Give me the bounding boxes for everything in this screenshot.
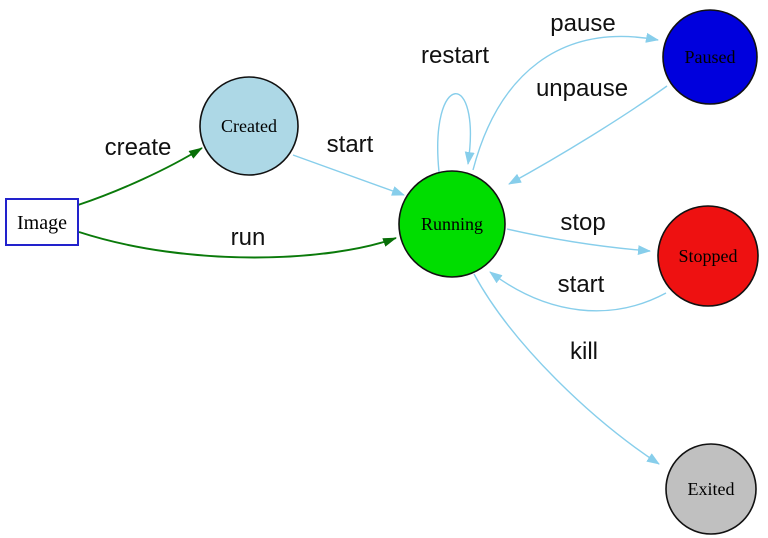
node-label-exited: Exited [688,479,735,499]
edge-label-start-2: start [558,271,605,298]
edges-layer [77,32,668,465]
edge-label-pause: pause [550,10,615,37]
edge-start-created-running [292,154,405,196]
node-created [199,76,299,176]
node-label-stopped: Stopped [678,246,737,266]
edge-label-run: run [231,224,266,251]
edge-label-stop: stop [560,209,605,236]
edge-create [77,147,203,206]
node-running [398,170,506,278]
edge-label-unpause: unpause [536,75,628,102]
nodes-layer [5,9,759,535]
node-paused [662,9,758,105]
edge-kill [473,273,660,465]
edge-restart-self-loop [437,93,475,173]
node-image [5,198,79,246]
edge-pause [472,32,659,171]
node-label-created: Created [221,116,277,136]
node-labels-layer: Image Created Running Paused Stopped Exi… [17,47,738,499]
edge-stop [506,228,651,256]
node-stopped [657,205,759,307]
edge-labels-layer: create run start restart pause unpause s… [105,10,628,365]
edge-unpause [508,85,668,185]
edge-start-stopped-running [489,271,667,312]
edge-label-restart: restart [421,42,489,69]
node-label-paused: Paused [685,47,736,67]
node-exited [665,443,757,535]
node-label-image: Image [17,212,67,234]
edge-label-kill: kill [570,338,598,365]
edge-label-create: create [105,134,172,161]
node-label-running: Running [421,214,483,234]
edge-run [78,231,397,259]
edge-label-start-1: start [327,131,374,158]
